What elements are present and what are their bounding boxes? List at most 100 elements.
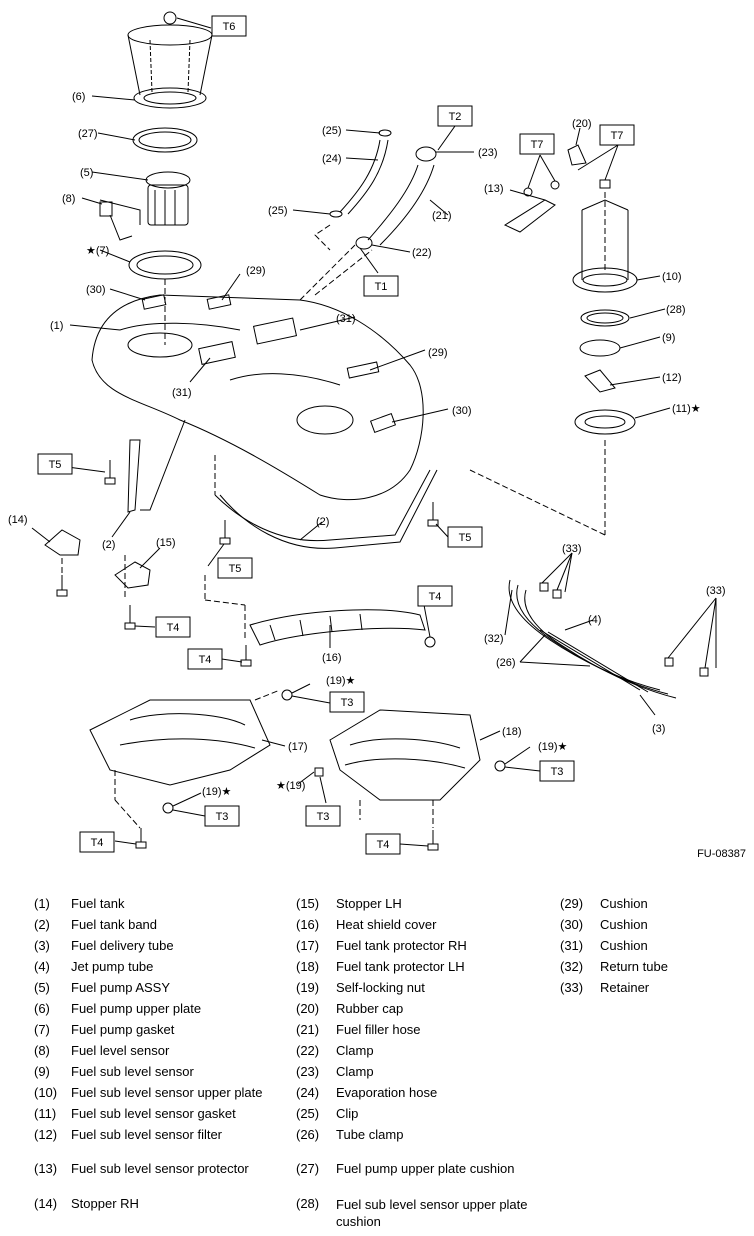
legend-number: (30) bbox=[560, 917, 584, 932]
callout-33: (33) bbox=[706, 585, 726, 597]
fuel-pump-gasket bbox=[128, 250, 202, 280]
callout-22: (22) bbox=[412, 247, 432, 259]
callout-1: (1) bbox=[50, 320, 63, 332]
svg-text:T6: T6 bbox=[223, 21, 236, 33]
legend-text: Fuel sub level sensor gasket bbox=[71, 1106, 236, 1121]
torque-box-T5: T5 bbox=[447, 526, 483, 548]
svg-text:T7: T7 bbox=[531, 139, 544, 151]
legend-text: Fuel tank protector RH bbox=[336, 938, 467, 953]
cushions bbox=[141, 294, 397, 434]
svg-text:T1: T1 bbox=[375, 281, 388, 293]
legend-text: Fuel sub level sensor bbox=[71, 1064, 194, 1079]
legend-number: (14) bbox=[34, 1196, 58, 1211]
legend-number: (19) bbox=[296, 980, 320, 995]
callout-10: (10) bbox=[662, 271, 682, 283]
legend-text: Evaporation hose bbox=[336, 1085, 438, 1100]
legend-text: Retainer bbox=[600, 980, 650, 995]
legend-text: Fuel tank bbox=[71, 896, 125, 911]
callout-29: (29) bbox=[246, 265, 266, 277]
legend-number: (21) bbox=[296, 1022, 320, 1037]
torque-box-T6: T6 bbox=[211, 15, 247, 37]
legend-text: Fuel filler hose bbox=[336, 1022, 421, 1037]
fuel-tank-protector-rh bbox=[89, 699, 271, 786]
legend-number: (18) bbox=[296, 959, 320, 974]
callout-19: (19)★ bbox=[538, 741, 568, 753]
legend-text: Rubber cap bbox=[336, 1001, 404, 1016]
svg-text:T5: T5 bbox=[459, 532, 472, 544]
callout-33: (33) bbox=[562, 543, 582, 555]
callout-13: (13) bbox=[484, 183, 504, 195]
callout-30: (30) bbox=[86, 284, 106, 296]
callout-19: (19)★ bbox=[326, 675, 356, 687]
legend-text: Fuel delivery tube bbox=[71, 938, 174, 953]
legend-number: (1) bbox=[34, 896, 50, 911]
callout-31: (31) bbox=[336, 313, 356, 325]
evaporation-hose bbox=[329, 129, 392, 218]
legend-text: Fuel pump gasket bbox=[71, 1022, 175, 1037]
legend-text: Fuel tank protector LH bbox=[336, 959, 465, 974]
callout-21: (21) bbox=[432, 210, 452, 222]
legend-number: (13) bbox=[34, 1161, 58, 1176]
torque-box-T1: T1 bbox=[363, 275, 399, 297]
legend-text: Return tube bbox=[600, 959, 668, 974]
legend-text: Fuel sub level sensor filter bbox=[71, 1127, 223, 1142]
torque-box-T3: T3 bbox=[539, 760, 575, 782]
heat-shield-cover bbox=[249, 609, 426, 646]
legend-text: Fuel pump ASSY bbox=[71, 980, 170, 995]
torque-box-T3: T3 bbox=[329, 691, 365, 713]
legend-text: Stopper RH bbox=[71, 1196, 139, 1211]
callout-8: (8) bbox=[62, 193, 75, 205]
callout-25: (25) bbox=[268, 205, 288, 217]
callout-19: ★(19) bbox=[276, 780, 305, 792]
torque-box-T7: T7 bbox=[519, 133, 555, 155]
legend-number: (24) bbox=[296, 1085, 320, 1100]
sub-level-sensor-stack bbox=[469, 144, 638, 536]
svg-text:T4: T4 bbox=[199, 654, 212, 666]
fuel-pump-assy bbox=[145, 171, 191, 226]
legend-text: Heat shield cover bbox=[336, 917, 437, 932]
legend-number: (15) bbox=[296, 896, 320, 911]
legend-number: (3) bbox=[34, 938, 50, 953]
callout-15: (15) bbox=[156, 537, 176, 549]
fuel-tank-protector-lh bbox=[329, 709, 481, 801]
svg-text:T3: T3 bbox=[551, 766, 564, 778]
callout-31: (31) bbox=[172, 387, 192, 399]
legend-number: (4) bbox=[34, 959, 50, 974]
callout-labels: (6)(27)(5)(8)★(7)(30)(1)(29)(31)(31)(29)… bbox=[8, 91, 726, 798]
legend-number: (11) bbox=[34, 1106, 57, 1121]
callout-18: (18) bbox=[502, 726, 522, 738]
svg-text:T5: T5 bbox=[229, 563, 242, 575]
torque-box-T4: T4 bbox=[187, 648, 223, 670]
legend-number: (32) bbox=[560, 959, 584, 974]
callout-9: (9) bbox=[662, 332, 675, 344]
legend-number: (16) bbox=[296, 917, 320, 932]
legend-text: Clip bbox=[336, 1106, 359, 1121]
torque-box-T2: T2 bbox=[437, 105, 473, 127]
legend-number: (26) bbox=[296, 1127, 320, 1142]
legend-number: (12) bbox=[34, 1127, 58, 1142]
legend-text: Fuel pump upper plate cushion bbox=[336, 1161, 515, 1176]
svg-text:T4: T4 bbox=[429, 591, 442, 603]
callout-30: (30) bbox=[452, 405, 472, 417]
callout-24: (24) bbox=[322, 153, 342, 165]
fuel-pump-upper-plate bbox=[133, 87, 207, 109]
svg-text:T2: T2 bbox=[449, 111, 462, 123]
legend-number: (33) bbox=[560, 980, 584, 995]
tube-bundle bbox=[508, 579, 709, 699]
legend-text: Self-locking nut bbox=[336, 980, 425, 995]
legend-text: Stopper LH bbox=[336, 896, 402, 911]
legend-number: (29) bbox=[560, 896, 584, 911]
torque-box-T4: T4 bbox=[365, 833, 401, 855]
legend-number: (28) bbox=[296, 1196, 320, 1211]
fuel-tank-band bbox=[127, 419, 438, 549]
fuel-pump-upper-plate-cushion bbox=[132, 127, 198, 153]
fuel-level-sensor bbox=[99, 199, 141, 241]
legend-text: Fuel level sensor bbox=[71, 1043, 170, 1058]
callout-5: (5) bbox=[80, 167, 93, 179]
svg-text:T4: T4 bbox=[377, 839, 390, 851]
legend-number: (25) bbox=[296, 1106, 320, 1121]
figure-code: FU-08387 bbox=[697, 848, 746, 860]
legend-text: Tube clamp bbox=[336, 1127, 404, 1142]
svg-text:T3: T3 bbox=[317, 811, 330, 823]
